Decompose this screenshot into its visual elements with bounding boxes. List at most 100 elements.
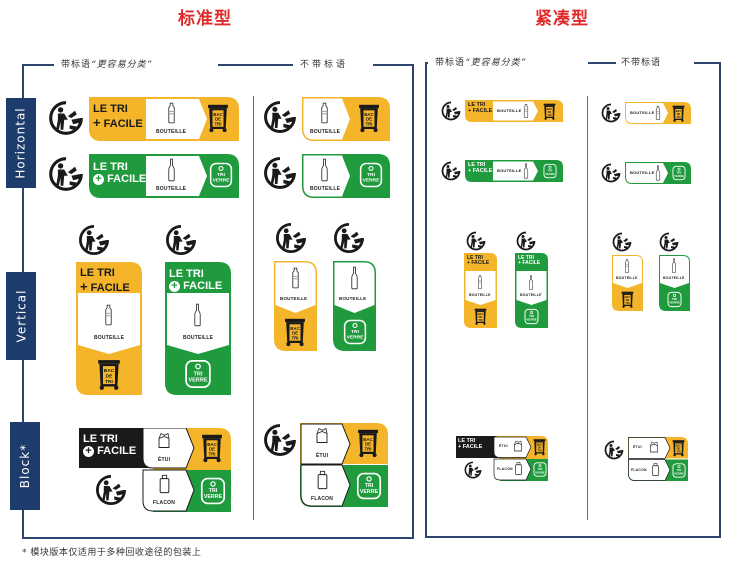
standard-divider — [253, 96, 254, 520]
triman-icon — [601, 103, 621, 123]
label-shape — [165, 262, 231, 395]
triman-icon — [441, 161, 461, 181]
compact-divider — [587, 96, 588, 520]
triman-icon — [659, 232, 679, 252]
compact-with-slogan-label: 带标语“更容易分类” — [432, 55, 530, 68]
footnote: * 模块版本仅适用于多种回收途径的包装上 — [22, 548, 202, 558]
glass-bin-icon — [672, 165, 686, 181]
compact-frame-left — [425, 62, 427, 537]
triman-icon — [78, 224, 110, 256]
compact-frame-top-mid — [588, 62, 616, 64]
yellow-bin-icon — [284, 317, 306, 347]
label-shape — [274, 261, 317, 351]
standard-with-slogan-label: 带标语“更容易分类” — [58, 57, 156, 70]
yellow-bin-icon — [672, 439, 685, 457]
item-label: BOUTEILLE — [469, 293, 491, 297]
brand-text: LE TRI + FACILE — [80, 267, 130, 294]
brand-text: LE TRI + FACILE — [467, 255, 490, 267]
compact-frame-bottom — [425, 536, 721, 538]
brand-text: LE TRI + FACILE — [518, 255, 541, 267]
item-label: BOUTEILLE — [616, 276, 638, 280]
plus-icon: + — [80, 278, 88, 294]
bottle-icon — [624, 259, 630, 273]
label-horizontal-green-slogan: LE TRI + FACILE BOUTEILLE — [89, 154, 239, 198]
label-shape — [79, 427, 231, 512]
yellow-bin-icon — [621, 291, 634, 308]
glass-bin-icon — [543, 163, 557, 179]
label-shape — [89, 154, 239, 198]
glass-bottle-icon — [655, 165, 661, 181]
standard-frame-right — [412, 64, 414, 538]
standard-frame-top-mid — [218, 64, 293, 66]
standard-frame-top-right — [373, 64, 413, 66]
glass-bottle-icon — [167, 158, 176, 182]
brand-text: LE TRI + FACILE — [169, 268, 223, 292]
plus-circle-icon: + — [83, 445, 94, 457]
box-icon — [315, 427, 329, 444]
triman-icon — [601, 163, 621, 183]
item-label: ÉTUI — [499, 444, 508, 448]
flask-icon — [651, 462, 660, 477]
box-icon — [513, 439, 523, 453]
glass-bottle-icon — [671, 258, 677, 273]
label-vertical-green: BOUTEILLE — [333, 261, 376, 351]
label-horizontal-green: BOUTEILLE — [302, 154, 390, 198]
yellow-bin-icon — [357, 427, 379, 459]
glass-bin-icon — [667, 291, 682, 308]
plus-circle-icon: + — [93, 173, 104, 185]
item-label: BOUTEILLE — [497, 108, 522, 113]
item-label: FLACON — [153, 500, 176, 506]
label-compact-vertical-green: BOUTEILLE — [659, 255, 690, 311]
label-vertical-yellow-slogan: LE TRI + FACILE BOUTEILLE — [76, 262, 142, 395]
label-compact-block-slogan: LE TRI + FACILE ÉTUI FLACON — [456, 436, 548, 481]
label-vertical-yellow: BOUTEILLE — [274, 261, 317, 351]
compact-frame-right — [719, 62, 721, 537]
label-compact-horizontal-green-slogan: LE TRI + FACILE BOUTEILLE — [465, 160, 563, 182]
label-shape — [628, 437, 688, 481]
triman-icon — [263, 423, 297, 457]
triman-icon — [165, 224, 197, 256]
compact-without-slogan-label: 不带标语 — [618, 55, 665, 68]
label-compact-vertical-yellow: BOUTEILLE — [612, 255, 643, 311]
triman-icon — [95, 474, 127, 506]
flask-icon — [158, 474, 171, 494]
glass-bottle-icon — [320, 158, 329, 182]
triman-icon — [604, 440, 624, 460]
triman-icon — [516, 231, 536, 251]
glass-bin-icon — [672, 462, 686, 479]
label-block: ÉTUI FLACON — [300, 423, 388, 507]
item-label: BOUTEILLE — [94, 335, 125, 341]
brand-text: LE TRI + FACILE — [93, 161, 147, 185]
yellow-bin-icon — [201, 432, 223, 464]
triman-icon — [441, 101, 461, 121]
glass-bin-icon — [524, 308, 539, 325]
label-compact-horizontal-yellow: BOUTEILLE — [625, 102, 691, 124]
brand-text: LE TRI + FACILE — [458, 438, 483, 450]
item-label: ÉTUI — [158, 457, 171, 463]
yellow-bin-icon — [533, 438, 546, 456]
glass-bottle-icon — [523, 163, 529, 179]
triman-icon — [275, 222, 307, 254]
brand-text: LE TRI + FACILE — [83, 433, 137, 457]
box-icon — [157, 432, 171, 449]
item-label: ÉTUI — [316, 453, 329, 459]
box-icon — [649, 440, 659, 454]
label-compact-horizontal-green: BOUTEILLE — [625, 162, 691, 184]
item-label: BOUTEILLE — [156, 186, 187, 192]
label-horizontal-yellow: BOUTEILLE — [302, 97, 390, 141]
triman-icon — [263, 100, 297, 134]
glass-bin-icon — [356, 471, 382, 501]
bottle-icon — [477, 275, 483, 289]
label-vertical-green-slogan: LE TRI + FACILE BOUTEILLE — [165, 262, 231, 395]
flask-icon — [316, 470, 329, 490]
plus-circle-icon: + — [169, 280, 180, 292]
item-label: BOUTEILLE — [310, 129, 341, 135]
label-compact-vertical-yellow-slogan: LE TRI + FACILE BOUTEILLE — [464, 253, 497, 328]
brand-text: LE TRI + FACILE — [93, 103, 143, 130]
triman-icon — [48, 156, 84, 192]
triman-icon — [48, 100, 84, 136]
glass-bin-icon — [343, 318, 367, 346]
yellow-bin-icon — [97, 358, 121, 391]
item-label: BOUTEILLE — [310, 186, 341, 192]
compact-frame-top-right — [694, 62, 720, 64]
